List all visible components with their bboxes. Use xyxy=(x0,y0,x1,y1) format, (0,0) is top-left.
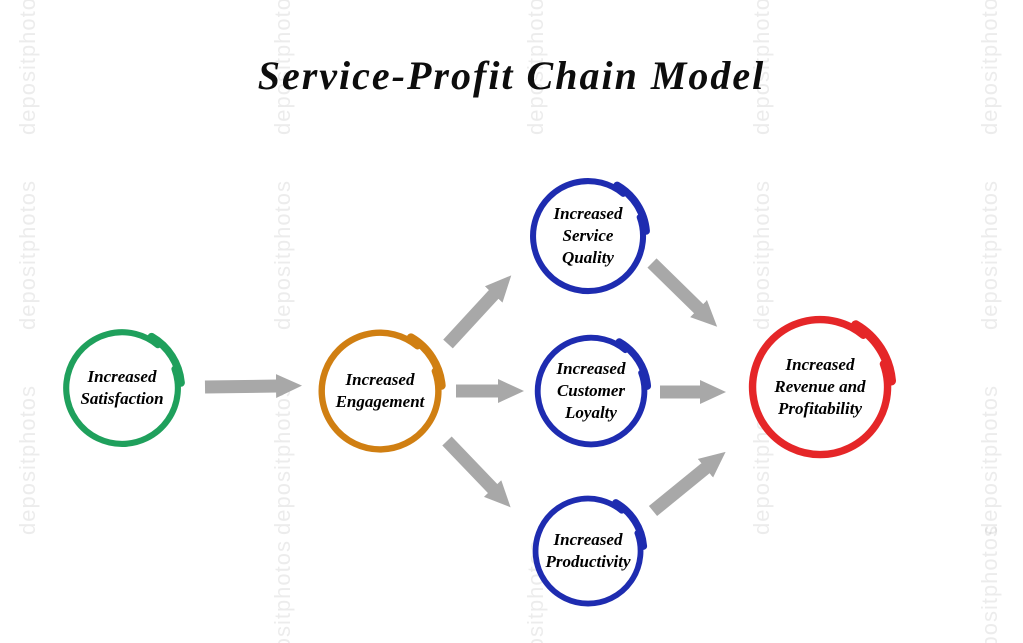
node-increased-satisfaction: Increased Satisfaction xyxy=(55,321,189,455)
node-label: Increased Engagement xyxy=(335,369,425,411)
node-increased-customer-loyalty: Increased Customer Loyalty xyxy=(527,327,655,455)
arrow-engagement-to-service-quality xyxy=(443,275,512,349)
circle-outline xyxy=(534,334,652,448)
circle-outline xyxy=(532,495,648,607)
circle-outline xyxy=(530,178,650,295)
arrow-service-quality-to-revenue xyxy=(647,258,718,327)
node-label: Increased Customer Loyalty xyxy=(556,358,626,423)
arrow-productivity-to-revenue xyxy=(648,451,726,517)
arrow-satisfaction-to-engagement xyxy=(204,374,302,399)
circle-outline xyxy=(748,315,897,459)
node-increased-service-quality: Increased Service Quality xyxy=(522,170,654,302)
node-label: Increased Productivity xyxy=(545,529,631,571)
node-label: Increased Revenue and Profitability xyxy=(774,354,866,419)
arrow-engagement-to-productivity xyxy=(442,436,511,508)
circle-outline xyxy=(63,329,185,447)
page-title: Service-Profit Chain Model xyxy=(257,53,766,98)
node-increased-engagement: Increased Engagement xyxy=(310,321,450,461)
node-increased-revenue-profitability: Increased Revenue and Profitability xyxy=(739,306,901,468)
circle-outline xyxy=(318,329,446,453)
node-label: Increased Service Quality xyxy=(553,203,623,268)
node-increased-productivity: Increased Productivity xyxy=(525,488,651,614)
node-label: Increased Satisfaction xyxy=(80,366,164,408)
